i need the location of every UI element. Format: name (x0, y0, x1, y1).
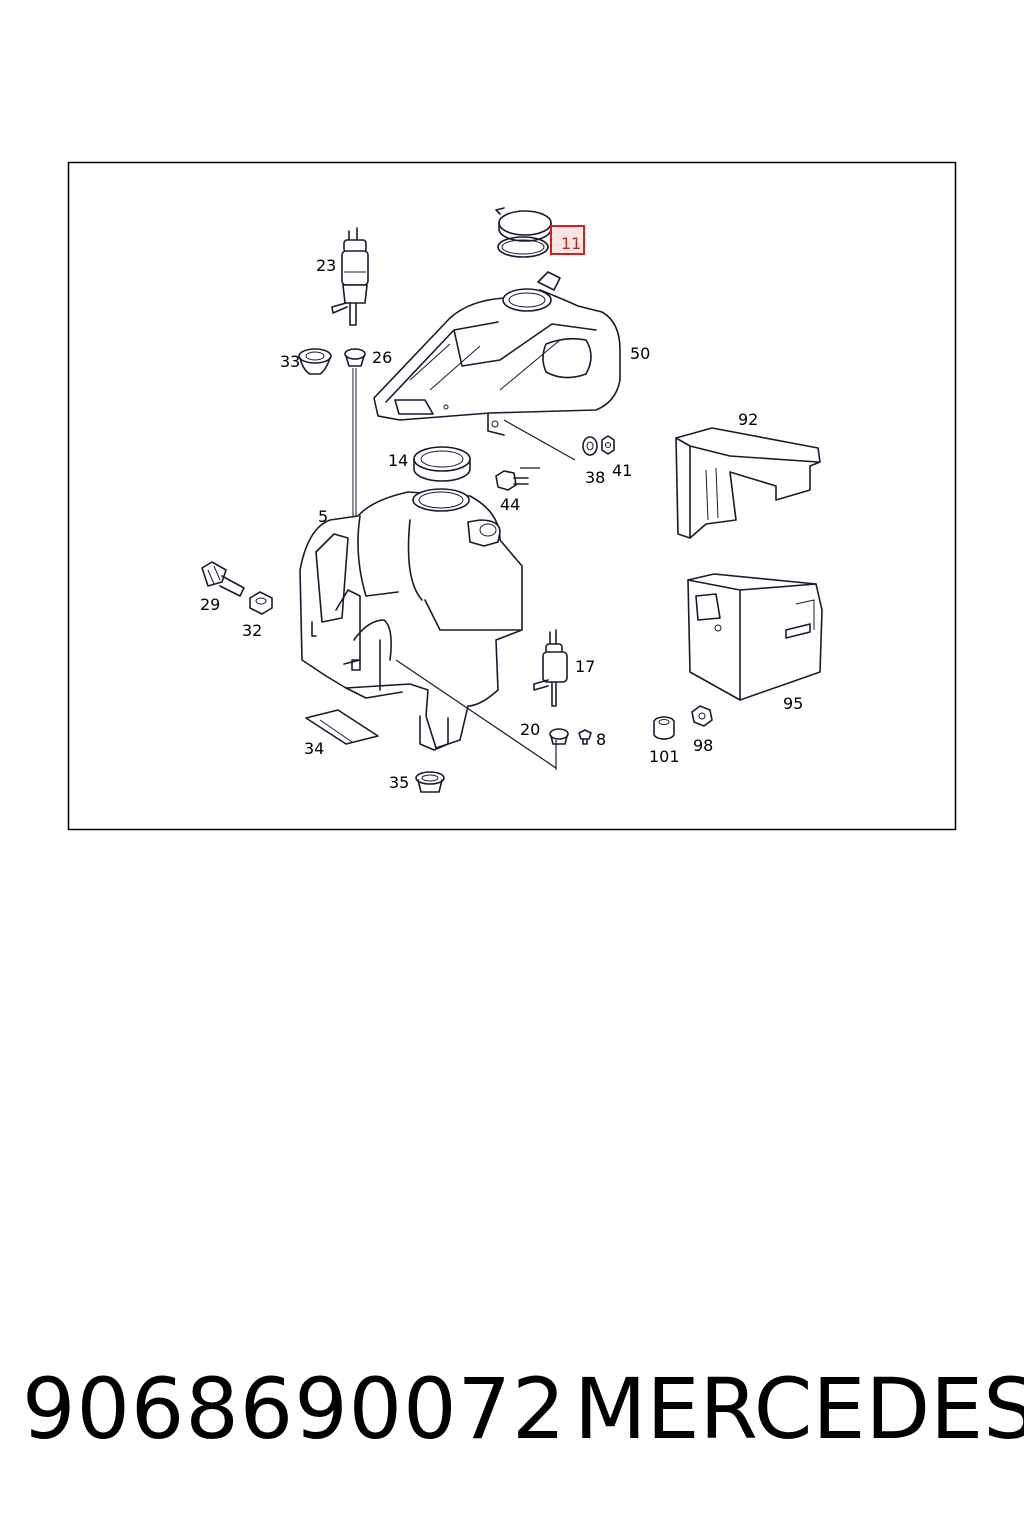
washer-part-38[interactable] (582, 436, 598, 456)
box-part-95[interactable] (687, 573, 823, 701)
pump-part-23[interactable] (331, 227, 369, 326)
label-35: 35 (389, 773, 409, 792)
label-44: 44 (500, 495, 520, 514)
reservoir-part-50[interactable] (373, 271, 621, 436)
label-34: 34 (304, 739, 324, 758)
pump-part-17[interactable] (533, 629, 568, 707)
sensor-part-29[interactable] (201, 561, 245, 597)
label-41: 41 (612, 461, 632, 480)
label-14: 14 (388, 451, 408, 470)
parts-diagram: 23 11 33 26 50 92 14 38 41 44 5 29 32 17… (67, 161, 957, 831)
grommet-part-32[interactable] (249, 591, 273, 615)
bushing-part-101[interactable] (653, 716, 675, 740)
label-38: 38 (585, 468, 605, 487)
label-29: 29 (200, 595, 220, 614)
label-98: 98 (693, 736, 713, 755)
footer: 9068690072 MERCEDES (0, 1360, 1024, 1480)
bracket-part-92[interactable] (675, 427, 821, 539)
label-92: 92 (738, 410, 758, 429)
ring-part-14[interactable] (413, 446, 471, 482)
bolt-part-44[interactable] (495, 470, 529, 491)
nut-part-98[interactable] (691, 705, 713, 727)
grommet-part-33[interactable] (298, 348, 332, 375)
label-33: 33 (280, 352, 300, 371)
part-number: 9068690072 (22, 1360, 567, 1458)
label-23: 23 (316, 256, 336, 275)
label-5: 5 (318, 507, 328, 526)
label-26: 26 (372, 348, 392, 367)
cap-part-11[interactable] (495, 207, 552, 258)
brand-name: MERCEDES (574, 1360, 1024, 1458)
label-8: 8 (596, 730, 606, 749)
label-101: 101 (649, 747, 680, 766)
highlight-box (550, 225, 585, 255)
clip-part-8[interactable] (578, 729, 592, 745)
label-32: 32 (242, 621, 262, 640)
label-95: 95 (783, 694, 803, 713)
plug-part-20[interactable] (549, 728, 569, 745)
label-50: 50 (630, 344, 650, 363)
pad-part-34[interactable] (305, 709, 379, 745)
reservoir-part-5[interactable] (299, 488, 523, 751)
label-11: 11 (561, 234, 581, 253)
label-20: 20 (520, 720, 540, 739)
grommet-part-35[interactable] (415, 771, 445, 793)
label-17: 17 (575, 657, 595, 676)
nut-part-41[interactable] (601, 435, 615, 455)
fitting-part-26[interactable] (344, 348, 366, 367)
diagram-frame (67, 161, 957, 831)
